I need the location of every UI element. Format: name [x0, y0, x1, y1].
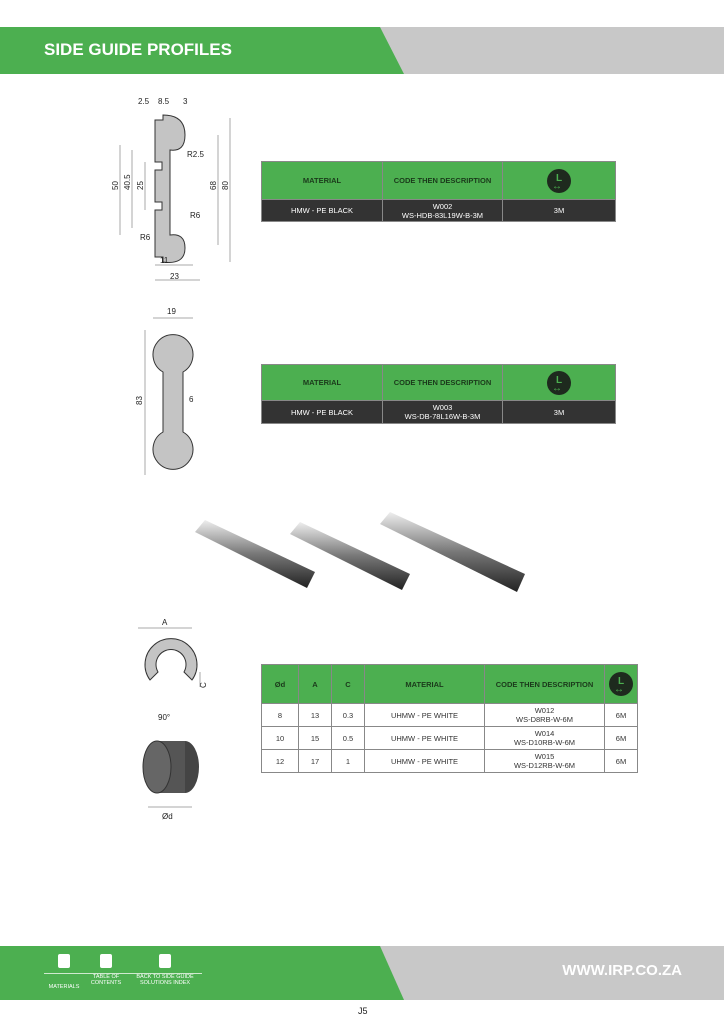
- website-link[interactable]: WWW.IRP.CO.ZA: [562, 962, 682, 979]
- svg-text:Ød: Ød: [162, 812, 173, 821]
- svg-text:R6: R6: [190, 211, 201, 220]
- svg-text:11: 11: [160, 256, 169, 265]
- rod: [195, 512, 525, 592]
- footer-bar: MATERIALS TABLE OF CONTENTS BACK TO SIDE…: [0, 946, 724, 1000]
- page-number: J5: [358, 1006, 368, 1016]
- svg-text:68: 68: [209, 181, 218, 190]
- svg-text:R2.5: R2.5: [187, 150, 204, 159]
- page-title: SIDE GUIDE PROFILES: [44, 40, 232, 59]
- divider: [44, 973, 202, 974]
- length-icon: L: [547, 370, 571, 399]
- nav-table-of-contents[interactable]: TABLE OF CONTENTS: [86, 954, 126, 986]
- svg-text:19: 19: [167, 307, 176, 316]
- svg-text:R6: R6: [140, 233, 151, 242]
- materials-icon: [58, 954, 70, 968]
- svg-text:25: 25: [136, 181, 145, 190]
- svg-text:8.5: 8.5: [158, 97, 170, 106]
- rods-image: [195, 512, 525, 592]
- svg-text:83: 83: [135, 396, 144, 405]
- svg-text:50: 50: [111, 181, 120, 190]
- svg-text:90°: 90°: [158, 713, 170, 722]
- profile-3-drawing: A C 90° Ød: [138, 618, 208, 821]
- svg-text:40.5: 40.5: [123, 174, 132, 190]
- document-icon: [159, 954, 171, 968]
- svg-text:23: 23: [170, 272, 179, 281]
- length-icon: L: [609, 672, 633, 700]
- length-icon: L: [547, 168, 571, 197]
- svg-text:C: C: [199, 682, 208, 688]
- nav-materials[interactable]: MATERIALS: [44, 954, 84, 990]
- header-bar: SIDE GUIDE PROFILES: [0, 27, 724, 74]
- document-icon: [100, 954, 112, 968]
- svg-text:A: A: [162, 618, 168, 627]
- nav-back-to-index[interactable]: BACK TO SIDE GUIDE SOLUTIONS INDEX: [130, 954, 200, 986]
- svg-text:3: 3: [183, 97, 188, 106]
- svg-text:2.5: 2.5: [138, 97, 150, 106]
- profile-2-drawing: 19 83 6: [135, 307, 194, 475]
- svg-text:6: 6: [189, 395, 194, 404]
- svg-text:80: 80: [221, 181, 230, 190]
